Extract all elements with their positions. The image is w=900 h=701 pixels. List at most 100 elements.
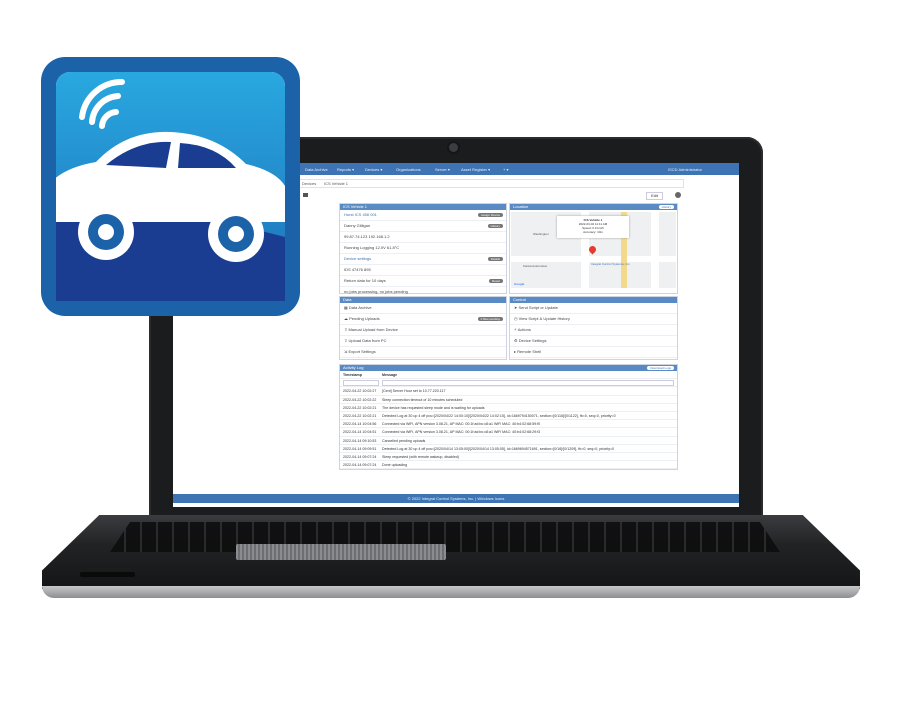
message-filter-input[interactable]	[382, 380, 674, 387]
jobs-status: no jobs processing, no jobs pending	[344, 289, 408, 294]
log-row[interactable]: 2022-04-14 09:10:53 Cancelled pending upl…	[340, 437, 677, 445]
assign-device-button[interactable]: Assign Device	[477, 213, 503, 217]
control-panel: Control ➤ Send Script or Update ◷ View S…	[509, 296, 678, 360]
device-row: Return data for 10 days Reset	[340, 276, 506, 287]
user-menu[interactable]: ISCD Administrator	[668, 167, 703, 172]
device-row: Device settings Details	[340, 254, 506, 265]
manual-upload-link[interactable]: ⇧ Manual Upload from Device	[340, 325, 506, 336]
log-header-row: Timestamp Message	[340, 371, 677, 380]
map-provider-logo: Google	[514, 282, 525, 286]
log-row[interactable]: 2022-04-22 10:02:27 [Cent] Server Hour se…	[340, 387, 677, 396]
nav-item-organizations[interactable]: Organizations	[396, 167, 421, 172]
location-panel: Location History ICS Vehicle 1 2022-03-0…	[509, 203, 678, 294]
script-history-link[interactable]: ◷ View Script & Update History	[510, 314, 677, 325]
driver-history-button[interactable]: History	[487, 224, 503, 228]
connected-car-app-icon	[41, 57, 300, 316]
laptop-front-edge	[42, 586, 860, 598]
log-filter-row	[340, 379, 677, 388]
send-script-link[interactable]: ➤ Send Script or Update	[510, 303, 677, 314]
log-rows: 2022-04-22 10:02:27 [Cent] Server Hour se…	[340, 387, 677, 470]
archive-icon: ▦	[344, 305, 349, 310]
device-id-link[interactable]: Hurst ICS 456 001	[344, 212, 377, 217]
location-panel-title: Location History	[510, 204, 677, 210]
upload-from-pc-link[interactable]: ⇧ Upload Data from PC	[340, 336, 506, 347]
log-message: [Cent] Server Hour set to 10.77.220.117	[382, 389, 446, 394]
log-message: Connected via WiFi, APN version 3.08.21,…	[382, 422, 541, 427]
trackpad	[236, 544, 446, 560]
log-message: Cancelled pending uploads	[382, 438, 426, 443]
nav-item-asset-register[interactable]: Asset Register ▾	[461, 167, 491, 172]
device-settings-control-link[interactable]: ⚙ Device Settings	[510, 336, 677, 347]
nav-item-more[interactable]: + ▾	[503, 167, 509, 172]
device-serial: IDS 47476 895	[344, 267, 371, 272]
terminal-icon: ▸	[514, 349, 518, 354]
column-message[interactable]: Message	[382, 373, 398, 377]
data-archive-link[interactable]: ▦ Data Archive	[340, 303, 506, 314]
log-message: Connected via WiFi, APN version 3.08.21,…	[382, 430, 541, 435]
send-icon: ➤	[514, 305, 519, 310]
top-navigation-bar: Data Archive Reports ▾ Devices ▾ Organiz…	[173, 163, 739, 175]
log-message: Sleep requested (with remote wakeup, dis…	[382, 454, 459, 459]
details-button[interactable]: Details	[487, 257, 503, 261]
device-row: Hurst ICS 456 001 Assign Device	[340, 210, 506, 221]
log-row[interactable]: 2022-04-14 09:07:24 Done uploading	[340, 461, 677, 470]
device-row: 99.87.74.123 192.168.1.2	[340, 232, 506, 243]
timestamp-filter-input[interactable]	[343, 380, 379, 387]
download-logs-button[interactable]: Download Logs	[647, 366, 674, 370]
log-timestamp: 2022-04-14 09:07:24	[343, 463, 377, 468]
toolbar: Edit	[303, 192, 685, 200]
map-pin-icon[interactable]	[587, 244, 598, 255]
breadcrumb-current: ICS Vehicle 1	[324, 181, 349, 186]
device-panel-title: ICS Vehicle 1	[340, 204, 506, 210]
location-map[interactable]: ICS Vehicle 1 2022-03-02 11:11 AM Speed:…	[511, 212, 676, 288]
log-timestamp: 2022-04-14 09:10:53	[343, 438, 377, 443]
settings-gear-icon[interactable]	[675, 192, 681, 198]
nav-item-devices[interactable]: Devices ▾	[365, 167, 383, 172]
export-icon: ⇲	[344, 349, 349, 354]
device-status: Running Logging 12.0V 61.8°C	[344, 245, 400, 250]
home-icon[interactable]	[303, 193, 308, 197]
log-message: Sleep connection timeout of 10 minutes s…	[382, 397, 463, 402]
ip-addresses: 99.87.74.123 192.168.1.2	[344, 234, 390, 239]
gear-icon: ⚙	[514, 338, 519, 343]
location-history-button[interactable]: History	[658, 205, 674, 209]
retention-text: Return data for 10 days	[344, 278, 386, 283]
history-icon: ◷	[514, 316, 519, 321]
breadcrumb-devices[interactable]: Devices	[302, 181, 317, 186]
export-settings-link[interactable]: ⇲ Export Settings	[340, 347, 506, 358]
device-row: IDS 47476 895	[340, 265, 506, 276]
device-settings-link[interactable]: Device settings	[344, 256, 372, 261]
webcam-icon	[449, 143, 458, 152]
upload-icon: ⇧	[344, 327, 349, 332]
column-timestamp[interactable]: Timestamp	[343, 373, 362, 377]
edit-button[interactable]: Edit	[646, 192, 663, 200]
pending-files-badge: 0 files pending	[477, 317, 503, 321]
bolt-icon: ⚡	[514, 327, 518, 332]
actions-link[interactable]: ⚡ Actions	[510, 325, 677, 336]
reset-button[interactable]: Reset	[489, 279, 503, 283]
laptop-screen: Data Archive Reports ▾ Devices ▾ Organiz…	[173, 163, 739, 507]
log-message: Done uploading	[382, 463, 408, 468]
map-popup: ICS Vehicle 1 2022-03-02 11:11 AM Speed:…	[557, 216, 629, 238]
nav-item-reports[interactable]: Reports ▾	[337, 167, 355, 172]
log-row[interactable]: 2022-04-14 09:07:24 Sleep requested (with…	[340, 453, 677, 462]
nav-item-data-archive[interactable]: Data Archive	[305, 167, 328, 172]
log-message: Detected Log at 30 up 4 off pcs=[2020/04…	[382, 446, 615, 451]
log-timestamp: 2022-04-22 10:02:27	[343, 389, 377, 394]
log-timestamp: 2022-04-14 09:07:24	[343, 454, 377, 459]
remote-shell-link[interactable]: ▸ Remote Shell	[510, 347, 677, 358]
nav-item-server[interactable]: Server ▾	[435, 167, 450, 172]
cloud-icon: ☁	[344, 316, 350, 321]
laptop-lid: Data Archive Reports ▾ Devices ▾ Organiz…	[149, 137, 763, 519]
log-timestamp: 2022-04-22 10:02:21	[343, 405, 377, 410]
usb-port	[80, 572, 135, 577]
